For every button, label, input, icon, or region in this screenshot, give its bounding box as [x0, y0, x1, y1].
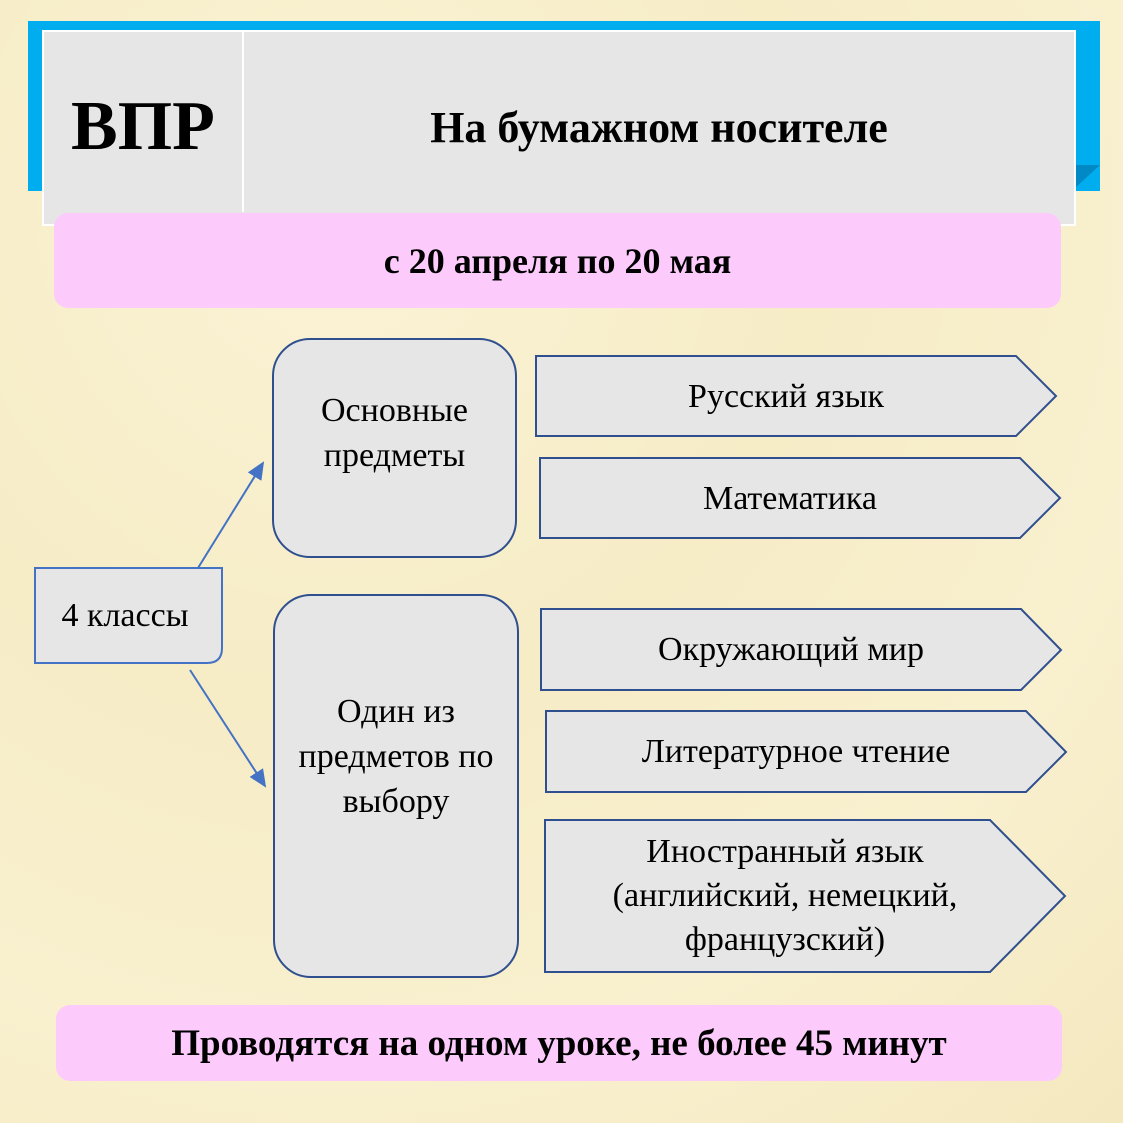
- main-subjects-box: Основные предметы: [272, 338, 517, 558]
- chevron-shape: [540, 608, 1063, 691]
- chevron-shape: [539, 457, 1062, 539]
- chevron-shape: [544, 819, 1067, 973]
- arrow-to-main: [197, 461, 265, 569]
- header-panel: [42, 30, 1076, 226]
- chevron-shape: [535, 355, 1058, 437]
- chevron-shape: [545, 710, 1068, 793]
- arrow-to-choice: [189, 669, 267, 788]
- subject-foreign-language: Иностранный язык (английский, немецкий, …: [612, 833, 958, 958]
- subject-world: Окружающий мир: [658, 631, 924, 668]
- grade-box-shape: [34, 567, 223, 664]
- subject-literature: Литературное чтение: [641, 733, 951, 770]
- main-subjects-label: Основные предметы: [320, 392, 469, 474]
- header-fold: [1076, 165, 1100, 187]
- footer-banner: Проводятся на одном уроке, не более 45 м…: [56, 1005, 1062, 1081]
- header-title: ВПР: [71, 88, 215, 165]
- header-subtitle: На бумажном носителе: [430, 102, 888, 152]
- choice-subjects-label: Один из предметов по выбору: [298, 692, 494, 820]
- header-divider: [242, 32, 244, 212]
- choice-subjects-box: Один из предметов по выбору: [273, 594, 519, 978]
- subject-russian: Русский язык: [688, 378, 884, 415]
- grade-label: 4 классы: [61, 596, 189, 634]
- subject-math: Математика: [702, 480, 878, 517]
- dates-banner: с 20 апреля по 20 мая: [54, 213, 1061, 308]
